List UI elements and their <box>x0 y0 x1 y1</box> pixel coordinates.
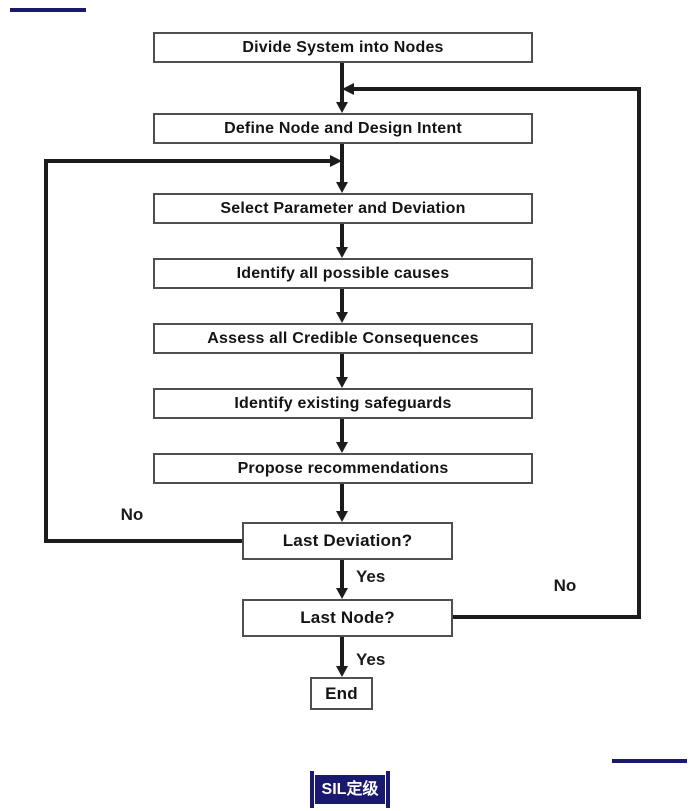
node-select-parameter: Select Parameter and Deviation <box>153 193 533 224</box>
label-no-last-deviation: No <box>120 505 144 524</box>
bottom-right-rule <box>612 759 687 763</box>
label-no-last-node: No <box>553 576 577 595</box>
node-last-deviation: Last Deviation? <box>242 522 453 560</box>
node-end: End <box>310 677 373 710</box>
sil-rating-tag-label: SIL定级 <box>314 774 386 805</box>
node-propose-recommendations: Propose recommendations <box>153 453 533 484</box>
node-define-node: Define Node and Design Intent <box>153 113 533 144</box>
node-identify-safeguards: Identify existing safeguards <box>153 388 533 419</box>
node-last-node: Last Node? <box>242 599 453 637</box>
node-divide-system: Divide System into Nodes <box>153 32 533 63</box>
label-yes-last-deviation: Yes <box>356 567 386 586</box>
node-assess-consequences: Assess all Credible Consequences <box>153 323 533 354</box>
top-left-rule <box>10 8 86 12</box>
node-identify-causes: Identify all possible causes <box>153 258 533 289</box>
label-yes-last-node: Yes <box>356 650 386 669</box>
sil-rating-tag[interactable]: SIL定级 <box>310 771 390 808</box>
